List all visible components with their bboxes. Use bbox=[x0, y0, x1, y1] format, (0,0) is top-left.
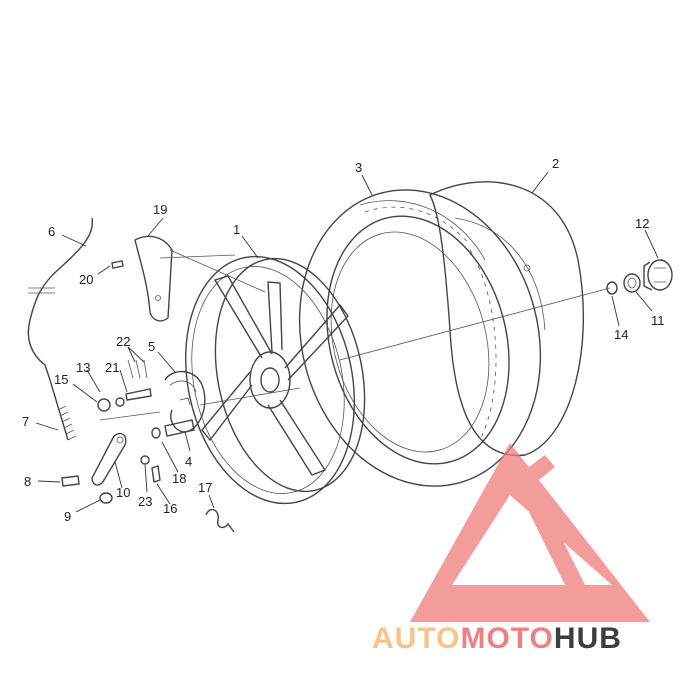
leader-lines bbox=[35, 171, 659, 513]
callout-12: 12 bbox=[635, 216, 649, 231]
callout-7: 7 bbox=[22, 414, 29, 429]
callout-labels: 1 2 3 4 5 6 7 8 9 10 11 12 13 14 15 16 1… bbox=[22, 156, 665, 524]
camshaft-part bbox=[151, 419, 195, 439]
guard-part bbox=[134, 235, 173, 322]
callout-1: 1 bbox=[233, 222, 240, 237]
callout-8: 8 bbox=[24, 474, 31, 489]
inner-tube-part bbox=[429, 181, 584, 457]
nut-part-15 bbox=[97, 398, 111, 412]
callout-10: 10 bbox=[116, 485, 130, 500]
wheel-rim-part bbox=[184, 255, 366, 505]
callout-23: 23 bbox=[138, 494, 152, 509]
clip-part-17 bbox=[205, 508, 235, 533]
watermark-auto: AUTO bbox=[372, 622, 460, 655]
callout-5: 5 bbox=[148, 339, 155, 354]
spring-part bbox=[44, 364, 77, 441]
callout-16: 16 bbox=[163, 501, 177, 516]
tyre-part bbox=[298, 189, 542, 487]
callout-22: 22 bbox=[116, 334, 130, 349]
screw-part-20 bbox=[111, 260, 124, 269]
callout-15: 15 bbox=[54, 372, 68, 387]
callout-9: 9 bbox=[64, 509, 71, 524]
pin-part-8 bbox=[61, 475, 80, 487]
assembly-line bbox=[159, 249, 266, 293]
axle-centerline bbox=[99, 287, 611, 421]
watermark-text: AUTOMOTOHUB bbox=[372, 622, 622, 655]
callout-20: 20 bbox=[79, 272, 93, 287]
callout-17: 17 bbox=[198, 480, 212, 495]
brake-lever-part bbox=[91, 432, 127, 486]
washer-part-23 bbox=[140, 455, 150, 465]
callout-13: 13 bbox=[76, 360, 90, 375]
callout-19: 19 bbox=[153, 202, 167, 217]
oring-part-13 bbox=[115, 397, 125, 407]
brake-shoe-part bbox=[164, 370, 206, 433]
axle-nut-part bbox=[623, 273, 641, 293]
brake-spring-part bbox=[127, 359, 148, 379]
callout-14: 14 bbox=[614, 327, 628, 342]
bolt-part-16 bbox=[151, 465, 161, 483]
watermark-moto: MOTO bbox=[460, 622, 553, 655]
callout-4: 4 bbox=[185, 454, 192, 469]
callout-21: 21 bbox=[105, 360, 119, 375]
logo-inner-stroke bbox=[505, 455, 585, 585]
callout-6: 6 bbox=[48, 224, 55, 239]
axle-cap-part bbox=[643, 259, 673, 291]
washer-part bbox=[606, 281, 618, 295]
callout-2: 2 bbox=[552, 156, 559, 171]
pin-part bbox=[125, 388, 152, 401]
callout-3: 3 bbox=[355, 160, 362, 175]
callout-11: 11 bbox=[651, 313, 665, 328]
watermark-logo bbox=[410, 443, 650, 622]
watermark-hub: HUB bbox=[554, 622, 622, 655]
bolt-part-9 bbox=[99, 492, 113, 504]
callout-18: 18 bbox=[172, 471, 186, 486]
brake-cable-part bbox=[27, 217, 94, 366]
